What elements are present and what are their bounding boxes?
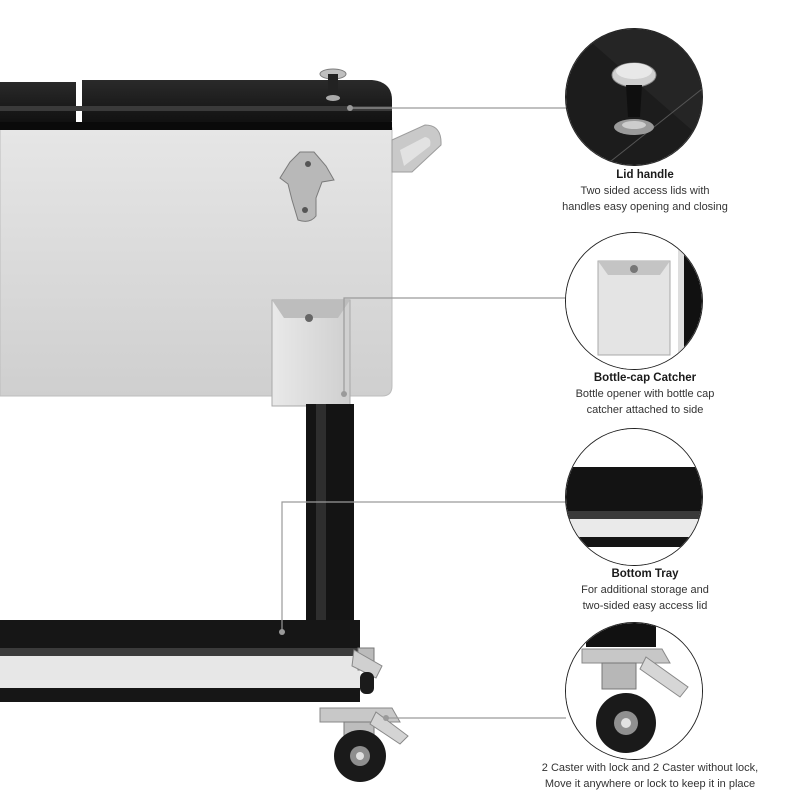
callout-bottle-cap-catcher: Bottle-cap Catcher Bottle opener with bo… (540, 372, 750, 418)
bottle-cap-catcher (271, 299, 351, 407)
leader-line-catcher (343, 297, 566, 394)
callout-casters: 2 Caster with lock and 2 Caster without … (510, 760, 790, 792)
callout-title: Bottle-cap Catcher (593, 372, 697, 384)
callout-line: Move it anywhere or lock to keep it in p… (544, 778, 756, 790)
rear-caster (351, 647, 383, 694)
front-caster (319, 707, 409, 782)
cooler-lid (0, 80, 392, 130)
cooler-body (0, 124, 442, 397)
bottle-cap-catcher-detail (565, 232, 703, 370)
callout-lid-handle: Lid handle Two sided access lids with ha… (540, 169, 750, 215)
callout-line: For additional storage and (581, 584, 709, 596)
callout-line: Bottle opener with bottle cap (575, 388, 715, 400)
lid-handle-detail (565, 28, 703, 166)
callout-line: Two sided access lids with (580, 185, 710, 197)
callout-line: two-sided easy access lid (582, 600, 708, 612)
callout-line: catcher attached to side (586, 404, 704, 416)
leader-lines (279, 105, 566, 721)
bottom-tray-detail (565, 428, 703, 566)
callout-title: Bottom Tray (611, 568, 679, 580)
callout-line: 2 Caster with lock and 2 Caster without … (541, 762, 759, 774)
bottle-opener (279, 151, 335, 222)
callout-title: Lid handle (616, 169, 674, 181)
bottom-tray (0, 620, 360, 702)
callout-bottom-tray: Bottom Tray For additional storage and t… (540, 568, 750, 614)
leader-line-tray (281, 501, 566, 632)
callout-line: handles easy opening and closing (562, 201, 728, 213)
caster-detail (565, 622, 703, 760)
lid-handle-knob (319, 68, 347, 101)
